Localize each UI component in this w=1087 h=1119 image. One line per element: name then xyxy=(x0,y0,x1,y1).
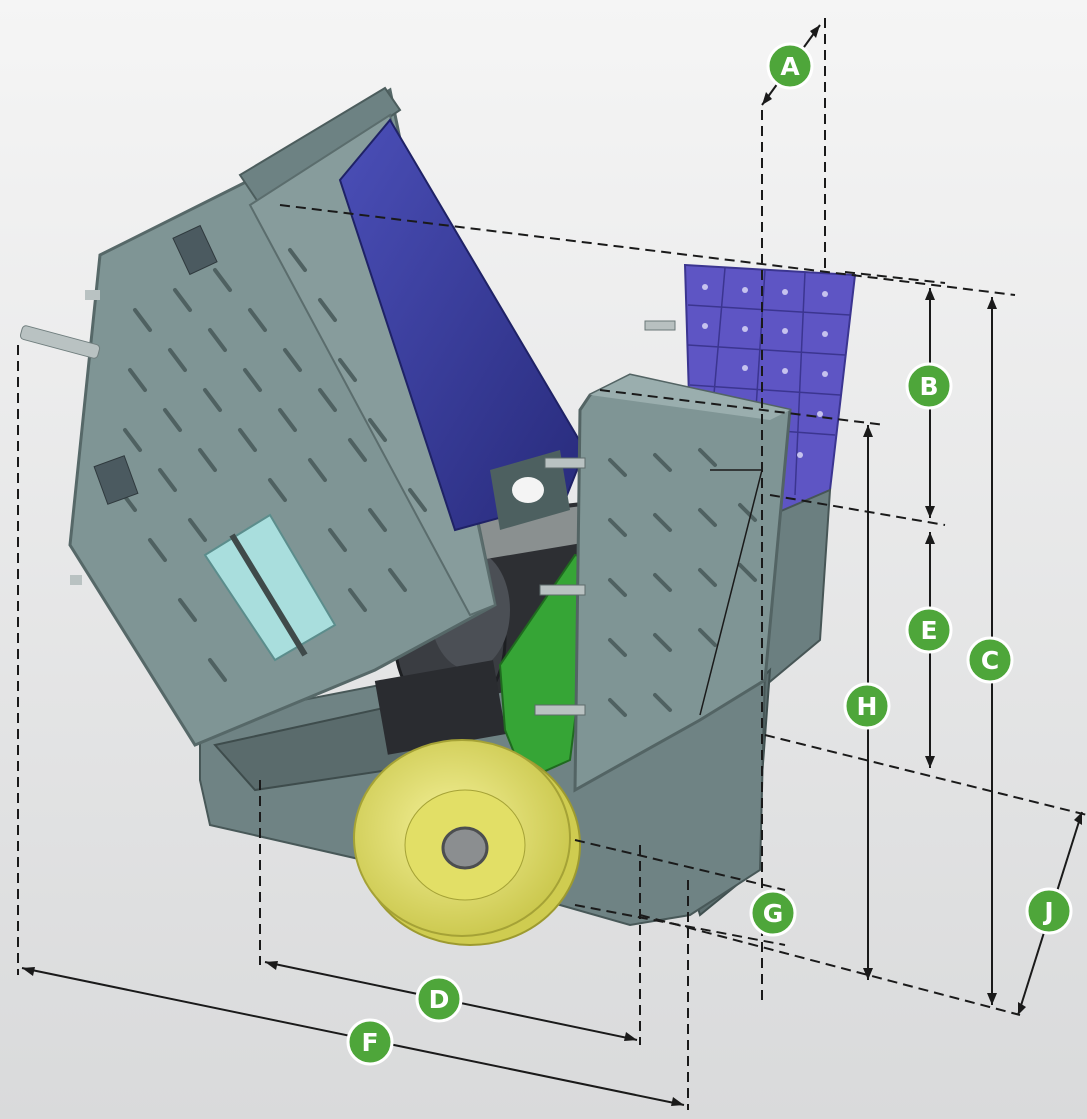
dim-bottom-guide xyxy=(764,734,1087,816)
adjustment-arm xyxy=(498,553,597,782)
hinge-plate xyxy=(203,513,337,662)
dim-base-guide xyxy=(639,914,1021,1016)
badge-d: D xyxy=(415,975,463,1023)
badge-g: G xyxy=(749,889,797,937)
dim-b-bottom-guide xyxy=(769,494,946,526)
badge-j: J xyxy=(1025,887,1073,935)
badge-f-label: F xyxy=(361,1028,378,1057)
badge-e-label: E xyxy=(920,616,937,645)
badge-c-label: C xyxy=(981,646,999,675)
crusher-machine xyxy=(19,86,857,946)
badge-j-label: J xyxy=(1042,897,1053,926)
dim-top-guide xyxy=(279,204,1016,296)
badge-a-label: A xyxy=(780,52,800,81)
impact-liner xyxy=(338,118,587,532)
arrow-heads xyxy=(22,25,1082,1106)
badge-e: E xyxy=(905,606,953,654)
badge-b-label: B xyxy=(919,372,938,401)
badge-f: F xyxy=(346,1018,394,1066)
badge-h-label: H xyxy=(857,692,878,721)
badge-c: C xyxy=(966,636,1014,684)
badge-a: A xyxy=(766,42,814,90)
front-apron-plate xyxy=(534,373,792,793)
badge-d-label: D xyxy=(429,985,450,1014)
drive-pulley xyxy=(353,739,581,946)
dim-g-top-guide xyxy=(574,839,786,891)
dim-g-bottom-guide xyxy=(574,904,786,946)
dimension-badges: A B E C H G J D xyxy=(346,42,1073,1066)
badge-g-label: G xyxy=(763,899,784,928)
badge-b: B xyxy=(905,362,953,410)
badge-h: H xyxy=(843,682,891,730)
